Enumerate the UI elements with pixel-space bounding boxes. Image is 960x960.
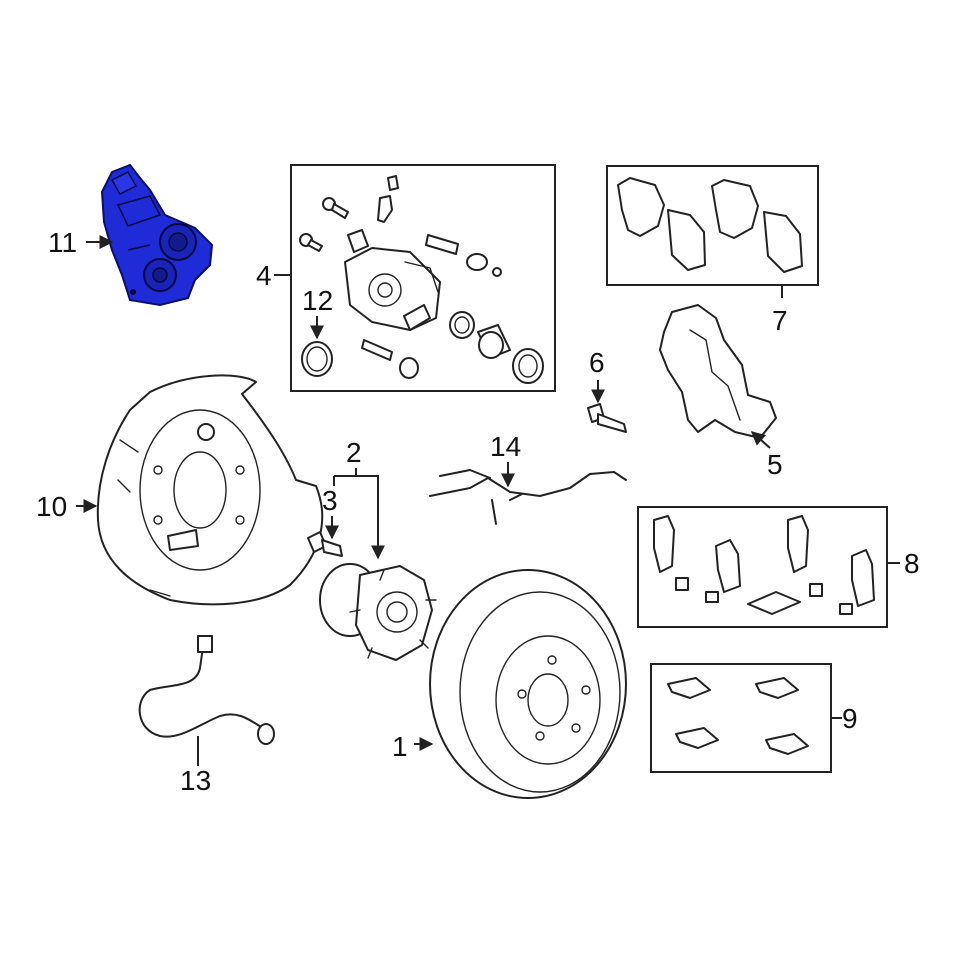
part-2-hub[interactable] — [319, 563, 437, 661]
callout-3: 3 — [322, 485, 338, 516]
part-13-sensor-cable[interactable] — [138, 635, 275, 745]
group-box-8 — [637, 506, 888, 628]
part-11-actuator[interactable] — [100, 163, 214, 307]
group-box-9 — [650, 663, 832, 773]
part-6-bolt[interactable] — [587, 403, 627, 433]
callout-5: 5 — [767, 449, 783, 480]
callout-6: 6 — [589, 347, 605, 378]
part-5-bracket[interactable] — [659, 304, 777, 439]
part-3-hub-bolt[interactable] — [307, 531, 343, 557]
group-box-7 — [606, 165, 819, 286]
callout-8: 8 — [904, 548, 920, 579]
group-box-4 — [290, 164, 556, 392]
part-7-pads[interactable] — [617, 177, 803, 273]
callout-2: 2 — [346, 437, 362, 468]
part-10-backing-plate[interactable] — [96, 374, 324, 606]
callout-7: 7 — [772, 305, 788, 336]
callout-10: 10 — [36, 491, 67, 522]
callout-4: 4 — [256, 260, 272, 291]
part-4-caliper[interactable] — [299, 175, 544, 384]
part-14-harness[interactable] — [429, 469, 627, 525]
part-1-rotor[interactable] — [429, 569, 627, 799]
part-8-hardware[interactable] — [653, 515, 875, 615]
callout-1: 1 — [392, 731, 408, 762]
callout-13: 13 — [180, 765, 211, 796]
part-9-clips[interactable] — [667, 677, 809, 755]
callout-12: 12 — [302, 285, 333, 316]
callout-14: 14 — [490, 431, 521, 462]
callout-11: 11 — [48, 227, 77, 258]
callout-9: 9 — [842, 703, 858, 734]
